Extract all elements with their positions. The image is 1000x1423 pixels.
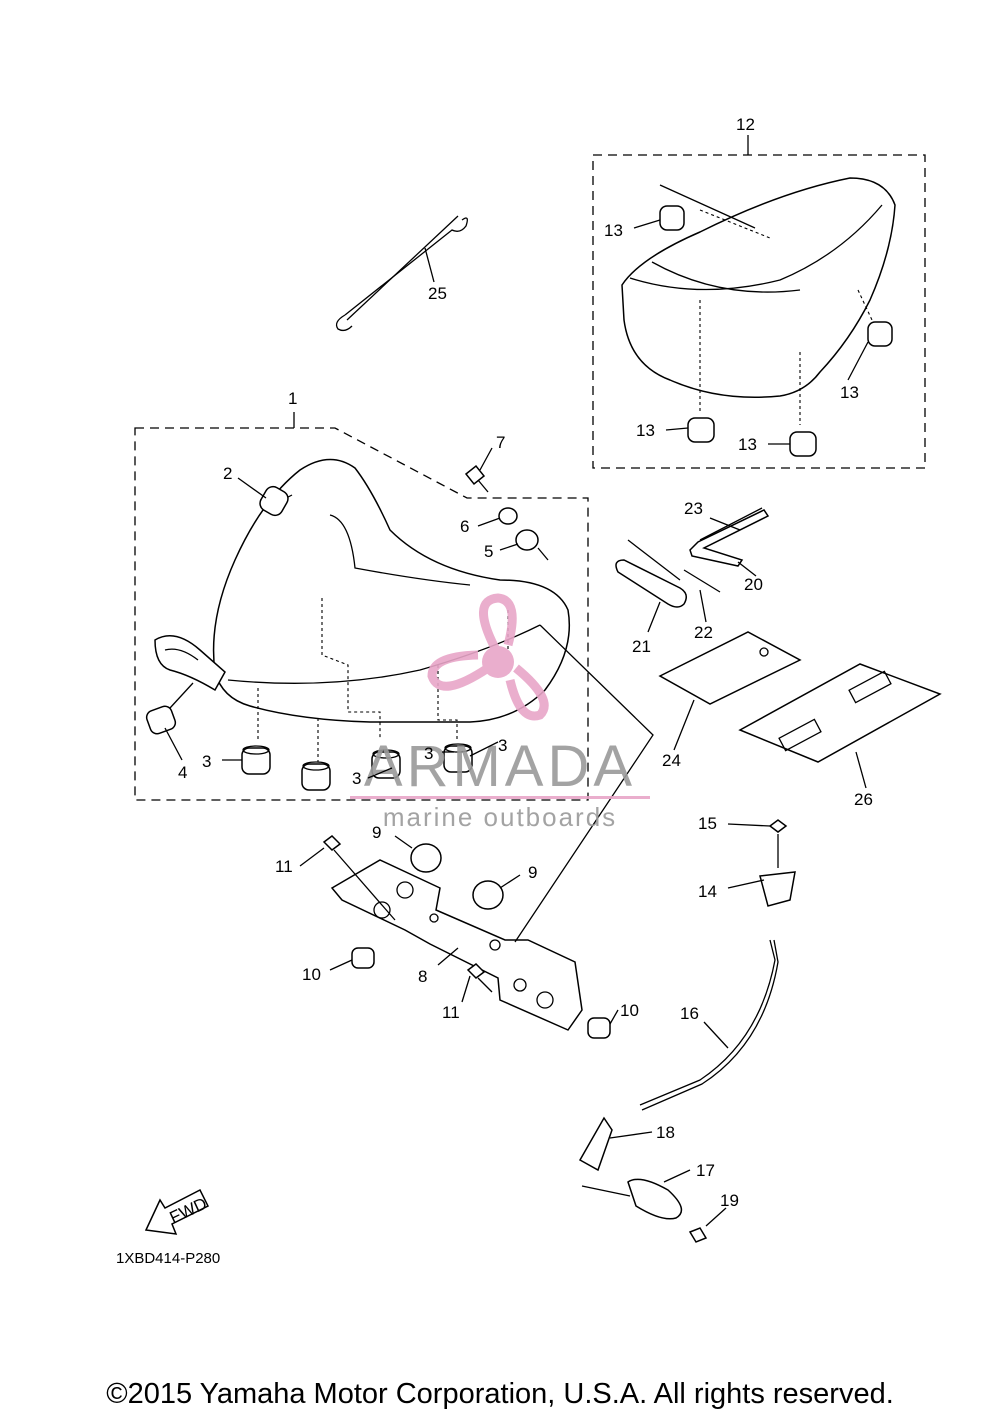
seat-rope-part (335, 215, 468, 332)
front-damper-part (145, 682, 194, 735)
rear-seat-group-box (592, 154, 926, 469)
callout-18: 18 (656, 1123, 675, 1142)
callout-15: 15 (698, 814, 717, 833)
callout-leaders (164, 135, 869, 1227)
callout-20: 20 (744, 575, 763, 594)
propeller-logo-icon (427, 593, 549, 721)
callout-labels: 1 2 3 3 3 3 3 4 5 6 7 8 9 9 10 10 11 11 … (178, 115, 873, 1210)
rear-seat-damper-parts (659, 205, 893, 457)
seat-bracket-part (330, 859, 583, 1031)
callout-5: 5 (484, 542, 493, 561)
callout-2: 2 (223, 464, 232, 483)
callout-8: 8 (418, 967, 427, 986)
forward-arrow-icon: FWD (144, 1188, 210, 1235)
callout-25: 25 (428, 284, 447, 303)
callout-3: 3 (424, 744, 433, 763)
callout-13: 13 (738, 435, 757, 454)
callout-4: 4 (178, 763, 187, 782)
callout-22: 22 (694, 623, 713, 642)
callout-24: 24 (662, 751, 681, 770)
callout-3: 3 (202, 752, 211, 771)
callout-11: 11 (442, 1003, 460, 1022)
callout-13: 13 (840, 383, 859, 402)
bracket-bolt-parts (322, 835, 493, 993)
callout-10: 10 (302, 965, 321, 984)
callout-23: 23 (684, 499, 703, 518)
seat-assembly-group-box (134, 427, 589, 801)
callout-16: 16 (680, 1004, 699, 1023)
callout-17: 17 (696, 1161, 715, 1180)
callout-3: 3 (352, 769, 361, 788)
callout-11: 11 (275, 857, 293, 876)
callout-12: 12 (736, 115, 755, 134)
bracket-damper-parts (351, 843, 611, 1039)
callout-6: 6 (460, 517, 469, 536)
callout-26: 26 (854, 790, 873, 809)
tool-kit-parts (615, 507, 942, 763)
callout-7: 7 (496, 433, 505, 452)
callout-9: 9 (528, 863, 537, 882)
callout-21: 21 (632, 637, 651, 656)
watermark-tagline: marine outboards (383, 802, 617, 832)
watermark-brand: ARMADA (364, 734, 636, 799)
bolt-collar-damper-parts (464, 464, 549, 561)
callout-19: 19 (720, 1191, 739, 1210)
seat-lock-parts (578, 819, 796, 1243)
callout-10: 10 (620, 1001, 639, 1020)
diagram-code: 1XBD414-P280 (116, 1250, 221, 1267)
leader-bracket (514, 624, 654, 943)
armada-watermark: ARMADA marine outboards (350, 593, 650, 832)
callout-9: 9 (372, 823, 381, 842)
callout-13: 13 (604, 221, 623, 240)
callout-1: 1 (288, 389, 297, 408)
callout-14: 14 (698, 882, 717, 901)
callout-3: 3 (498, 736, 507, 755)
callout-13: 13 (636, 421, 655, 440)
copyright-notice: ©2015 Yamaha Motor Corporation, U.S.A. A… (106, 1378, 894, 1410)
rear-seat-part (621, 177, 896, 425)
